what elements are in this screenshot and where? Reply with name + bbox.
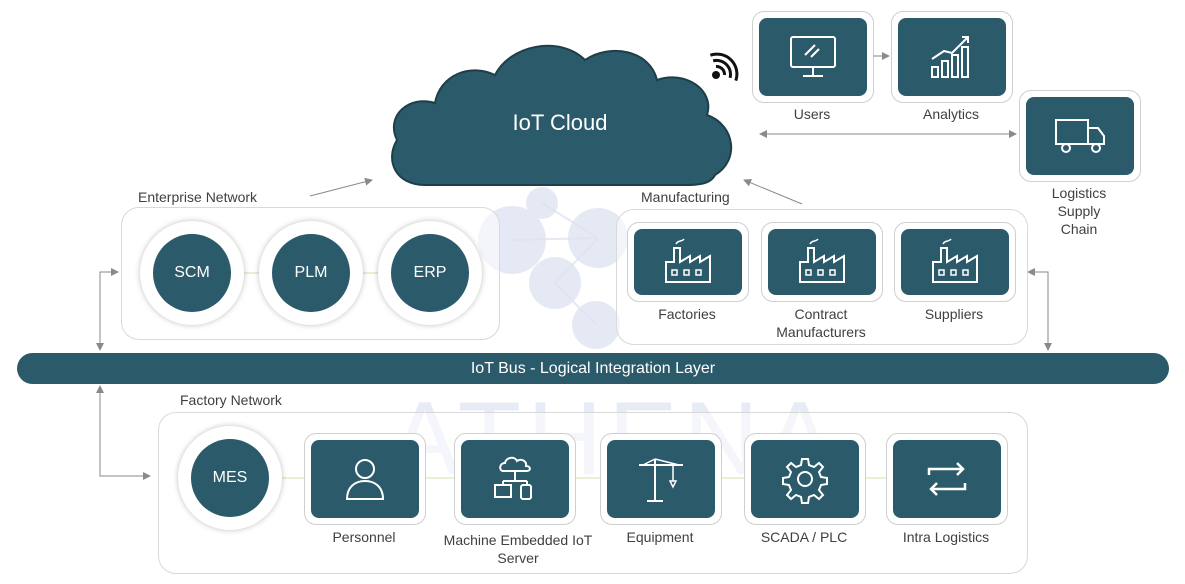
machine-embedded-iot-server-label: Machine Embedded IoT Server [443,532,593,566]
wifi-icon [709,52,739,82]
person-icon [345,459,385,500]
swap-arrows-icon [927,462,967,496]
equipment-tile[interactable] [600,433,722,525]
scada-plc-label: SCADA / PLC [760,529,848,545]
equipment-label: Equipment [626,529,694,545]
contract-manufacturers-label: Contract Manufacturers [776,306,866,340]
intra-logistics-tile[interactable] [886,433,1008,525]
users-label: Users [793,106,831,122]
manufacturing-title: Manufacturing [641,189,730,205]
factory-icon [799,238,845,283]
factory-icon [932,238,978,283]
logistics-label: Logistics Supply Chain [1051,185,1107,237]
analytics-tile[interactable] [891,11,1013,103]
factory-network-title: Factory Network [180,392,282,408]
gear-icon [782,458,828,504]
cloud-network-icon [494,456,532,500]
erp-node[interactable]: ERP [378,221,482,325]
enterprise-network-title: Enterprise Network [138,189,258,205]
chart-growth-icon [931,36,969,78]
factory-icon [665,238,711,283]
intra-logistics-label: Intra Logistics [902,529,990,545]
analytics-label: Analytics [922,106,980,122]
iot-bus-bar: IoT Bus - Logical Integration Layer [17,353,1169,384]
mes-node[interactable]: MES [178,426,282,530]
users-tile[interactable] [752,11,874,103]
scada-plc-tile[interactable] [744,433,866,525]
iot-cloud-shape [391,44,733,186]
plm-node[interactable]: PLM [259,221,363,325]
factory-network-panel [158,412,1028,574]
personnel-label: Personnel [332,529,396,545]
truck-icon [1055,119,1105,153]
monitor-icon [790,36,836,77]
personnel-tile[interactable] [304,433,426,525]
factories-label: Factories [658,306,716,322]
suppliers-label: Suppliers [924,306,984,322]
factories-tile[interactable] [627,222,749,302]
scm-node[interactable]: SCM [140,221,244,325]
machine-embedded-iot-server-tile[interactable] [454,433,576,525]
cloud-title: IoT Cloud [512,110,608,135]
suppliers-tile[interactable] [894,222,1016,302]
crane-icon [639,458,683,502]
contract-manufacturers-tile[interactable] [761,222,883,302]
logistics-tile[interactable] [1019,90,1141,182]
